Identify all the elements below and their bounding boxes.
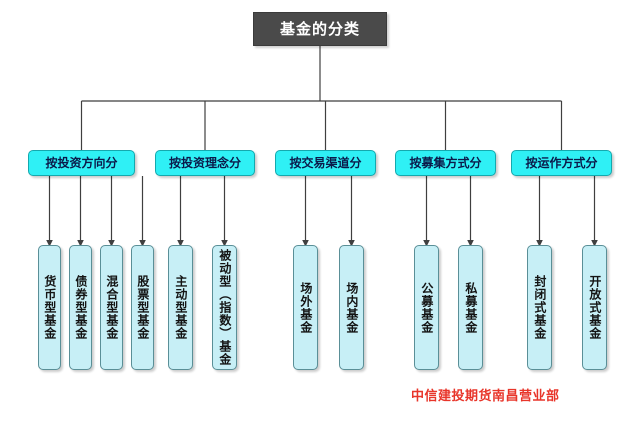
leaf-node-label: 公募基金 xyxy=(419,281,434,334)
leaf-node-label: 被动型（指数）基金 xyxy=(217,249,232,366)
category-node-label: 按运作方式分 xyxy=(525,156,598,170)
category-node-label: 按募集方式分 xyxy=(409,156,482,170)
category-node-label: 按投资方向分 xyxy=(45,156,118,170)
watermark-text: 中信建投期货南昌营业部 xyxy=(411,389,560,404)
leaf-node-1-1[interactable]: 货币型基金 xyxy=(38,245,61,370)
leaf-node-label: 货币型基金 xyxy=(42,275,57,340)
leaf-node-label: 债券型基金 xyxy=(73,275,88,340)
leaf-node-4-2[interactable]: 私募基金 xyxy=(458,245,483,370)
category-node-1[interactable]: 按投资方向分 xyxy=(28,150,135,176)
leaf-node-label: 私募基金 xyxy=(463,281,478,334)
leaf-node-label: 场外基金 xyxy=(298,281,313,334)
category-node-3[interactable]: 按交易渠道分 xyxy=(275,150,376,176)
leaf-node-1-2[interactable]: 债券型基金 xyxy=(69,245,92,370)
leaf-node-2-2[interactable]: 被动型（指数）基金 xyxy=(212,245,237,370)
category-node-4[interactable]: 按募集方式分 xyxy=(395,150,496,176)
root-node-fund-classification[interactable]: 基金的分类 xyxy=(253,12,387,46)
category-node-5[interactable]: 按运作方式分 xyxy=(511,150,612,176)
leaf-node-label: 封闭式基金 xyxy=(532,275,547,340)
root-node-label: 基金的分类 xyxy=(279,19,360,38)
category-node-2[interactable]: 按投资理念分 xyxy=(155,150,255,176)
leaf-node-5-1[interactable]: 封闭式基金 xyxy=(527,245,552,370)
leaf-node-1-4[interactable]: 股票型基金 xyxy=(131,245,154,370)
leaf-node-label: 主动型基金 xyxy=(173,275,188,340)
category-node-label: 按交易渠道分 xyxy=(289,156,362,170)
leaf-node-3-1[interactable]: 场外基金 xyxy=(293,245,318,370)
leaf-node-1-3[interactable]: 混合型基金 xyxy=(100,245,123,370)
leaf-node-4-1[interactable]: 公募基金 xyxy=(414,245,439,370)
leaf-node-5-2[interactable]: 开放式基金 xyxy=(582,245,607,370)
leaf-node-label: 混合型基金 xyxy=(104,275,119,340)
leaf-node-label: 股票型基金 xyxy=(135,275,150,340)
category-node-label: 按投资理念分 xyxy=(168,156,241,170)
leaf-node-label: 场内基金 xyxy=(344,281,359,334)
leaf-node-3-2[interactable]: 场内基金 xyxy=(339,245,364,370)
leaf-node-2-1[interactable]: 主动型基金 xyxy=(168,245,193,370)
leaf-node-label: 开放式基金 xyxy=(587,275,602,340)
